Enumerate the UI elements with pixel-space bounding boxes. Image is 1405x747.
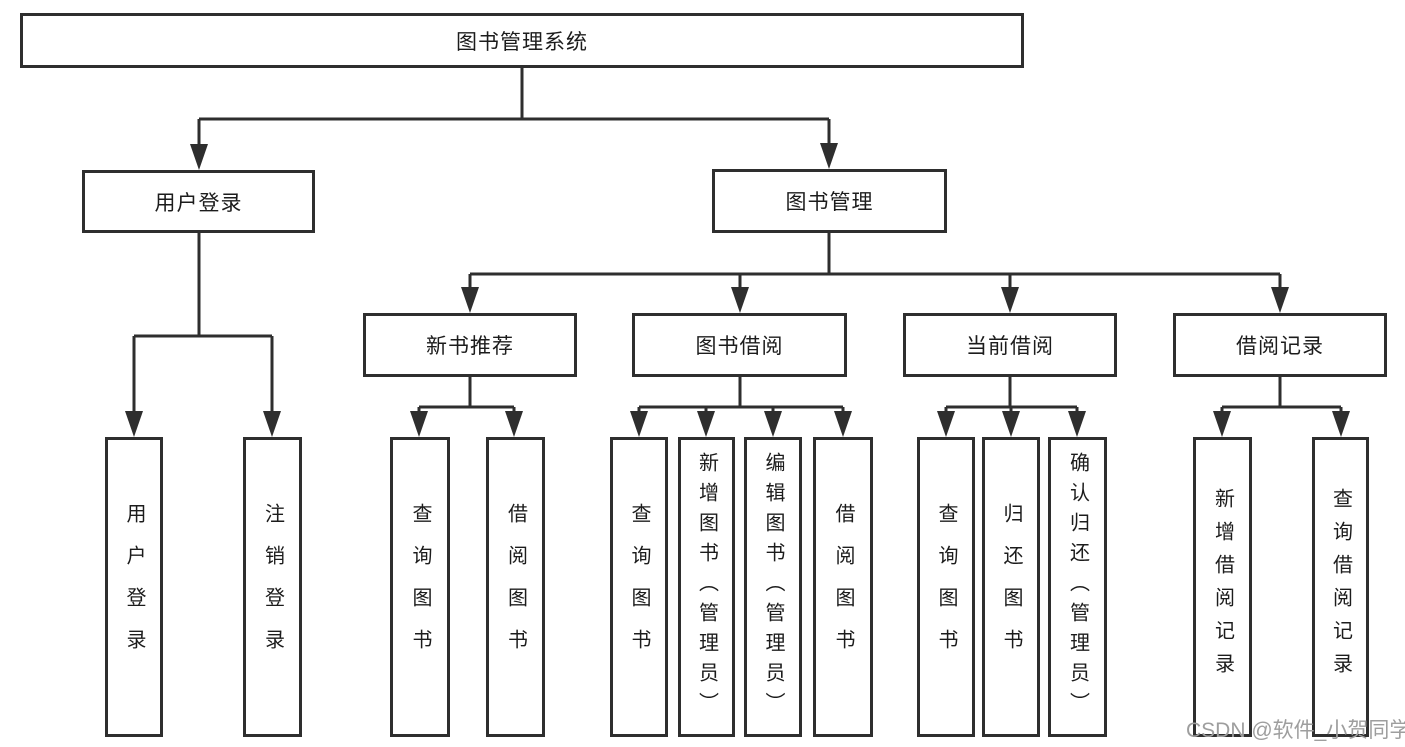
node-book-management: 图书管理 <box>712 169 947 233</box>
leaf-edit-books-admin: 编辑图书（管理员） <box>744 437 802 737</box>
leaf-return-books: 归还图书 <box>982 437 1040 737</box>
leaf-recommend-borrow-books: 借阅图书 <box>486 437 545 737</box>
node-current-borrow: 当前借阅 <box>903 313 1117 377</box>
leaf-add-books-admin: 新增图书（管理员） <box>678 437 735 737</box>
leaf-borrow-books: 借阅图书 <box>813 437 873 737</box>
leaf-current-query-books: 查询图书 <box>917 437 975 737</box>
leaf-user-login: 用户登录 <box>105 437 163 737</box>
csdn-watermark: CSDN @软件_小贺同学 <box>1186 719 1405 742</box>
leaf-recommend-query-books: 查询图书 <box>390 437 450 737</box>
leaf-confirm-return-admin: 确认归还（管理员） <box>1048 437 1107 737</box>
leaf-add-borrow-record: 新增借阅记录 <box>1193 437 1252 737</box>
node-new-book-recommend: 新书推荐 <box>363 313 577 377</box>
node-borrow-records: 借阅记录 <box>1173 313 1387 377</box>
node-book-borrow: 图书借阅 <box>632 313 847 377</box>
node-user-login: 用户登录 <box>82 170 315 233</box>
node-root-system: 图书管理系统 <box>20 13 1024 68</box>
leaf-logout: 注销登录 <box>243 437 302 737</box>
arrowhead-icons <box>125 143 1350 437</box>
leaf-query-borrow-record: 查询借阅记录 <box>1312 437 1369 737</box>
leaf-borrow-query-books: 查询图书 <box>610 437 668 737</box>
